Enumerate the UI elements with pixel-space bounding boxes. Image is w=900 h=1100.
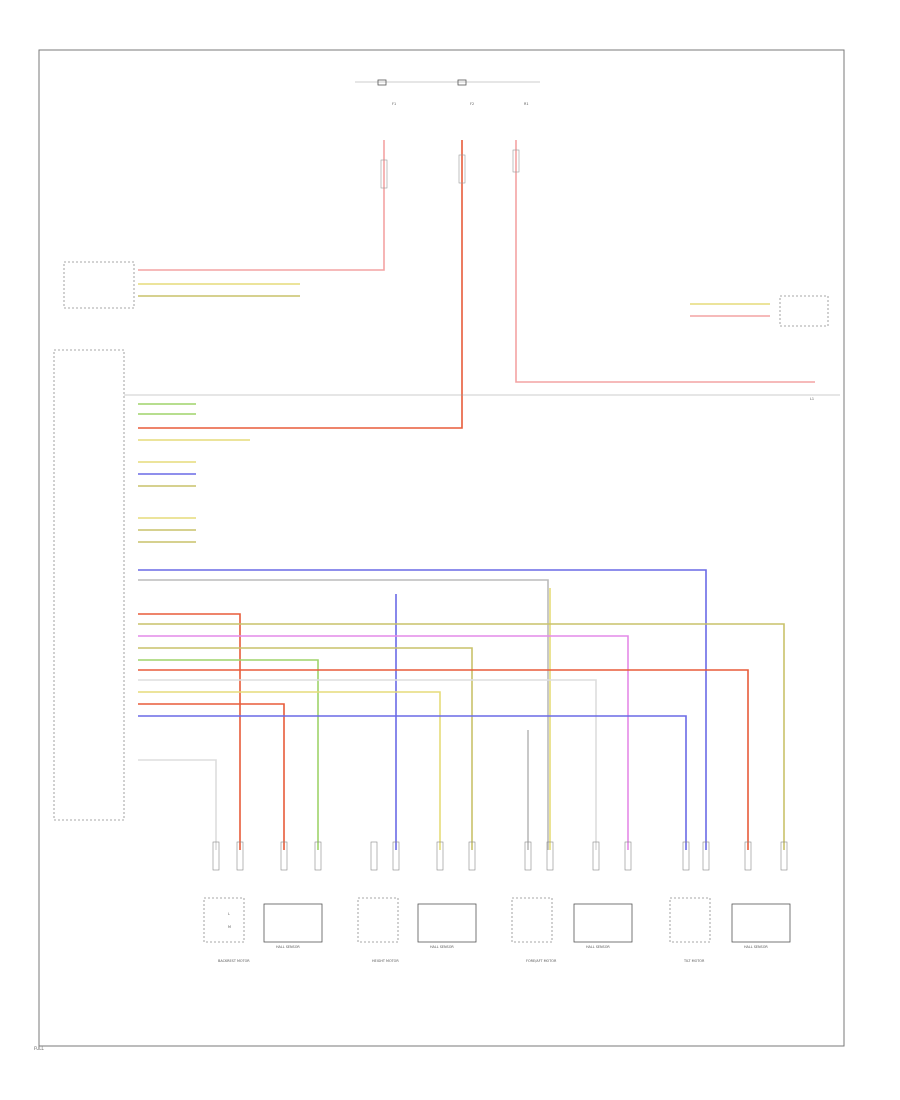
sensor-connectors — [212, 841, 788, 871]
motor-wire-olive-2 — [138, 647, 473, 850]
motor-2-label: HEIGHT MOTOR — [372, 959, 399, 963]
module-label-m: M — [228, 925, 231, 929]
seat-control-module — [53, 349, 125, 821]
motor-wire-gray-4 — [138, 759, 217, 850]
motor-1-label: BACKREST MOTOR — [218, 959, 250, 963]
fuse-a-label: F1 — [392, 102, 396, 106]
right-connector — [779, 295, 829, 327]
diagram-footer-code: FULL — [34, 1046, 44, 1051]
hall-sensor-2-label: HALL SENSOR — [430, 945, 454, 949]
motor-wire-gray — [138, 579, 549, 850]
motor-unit-4: HALL SENSOR TILT MOTOR — [669, 897, 791, 963]
feed-wire-1 — [138, 140, 385, 271]
connector-markers-top — [380, 149, 520, 189]
fuse-block-header: F1 F2 R1 — [355, 79, 540, 106]
motor-wire-yellow-3 — [138, 691, 441, 850]
motor-unit-1: L M HALL SENSOR BACKREST MOTOR — [203, 897, 323, 963]
motor-wire-gray-2 — [138, 679, 597, 850]
motor-wire-magenta — [138, 635, 629, 850]
motor-wire-red-long — [138, 669, 749, 850]
motor-4-label: TILT MOTOR — [683, 959, 705, 963]
motor-wire-red-1 — [138, 613, 241, 850]
motor-3-label: FORE/AFT MOTOR — [526, 959, 557, 963]
hall-sensor-1-label: HALL SENSOR — [276, 945, 300, 949]
motor-wire-green — [138, 659, 319, 850]
motor-unit-3: HALL SENSOR FORE/AFT MOTOR — [511, 897, 633, 963]
feed-wire-2 — [138, 140, 463, 429]
right-tag-label: L1 — [810, 397, 814, 401]
motor-unit-2: HALL SENSOR HEIGHT MOTOR — [357, 897, 477, 963]
relay-pin-label: R1 — [524, 102, 529, 106]
diagram-frame — [38, 49, 845, 1047]
motor-wire-olive-long — [138, 623, 785, 850]
motor-wire-blue-3 — [138, 715, 687, 850]
hall-sensor-4-label: HALL SENSOR — [744, 945, 768, 949]
module-label-l: L — [228, 912, 230, 916]
feed-wire-3 — [515, 140, 815, 383]
motor-wire-red-2 — [138, 703, 285, 850]
motor-wire-blue-top — [138, 569, 707, 850]
hall-sensor-3-label: HALL SENSOR — [586, 945, 610, 949]
fuse-b-label: F2 — [470, 102, 474, 106]
seat-switch-cluster — [63, 261, 135, 309]
